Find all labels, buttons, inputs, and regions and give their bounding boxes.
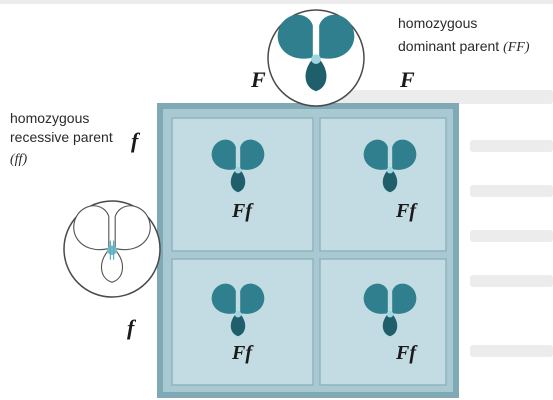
dominant-parent-label: dominant parent (FF) <box>398 37 530 57</box>
recessive-parent-genotype: (ff) <box>10 149 27 169</box>
grid-cell-top-right <box>320 118 446 251</box>
dominant-parent-label-line1: homozygous <box>398 14 477 32</box>
offspring-genotype-bottom-left: Ff <box>212 342 272 365</box>
dominant-parent-genotype: (FF) <box>503 40 529 55</box>
recessive-parent-label-line2: recessive parent <box>10 128 113 146</box>
dominant-parent-label-line2: dominant parent <box>398 38 499 54</box>
dominant-allele-right: F <box>400 67 415 93</box>
offspring-genotype-top-right: Ff <box>376 200 436 223</box>
recessive-allele-top: f <box>131 128 138 154</box>
offspring-genotype-top-left: Ff <box>212 200 272 223</box>
recessive-allele-bottom: f <box>127 315 134 341</box>
recessive-parent-label-line1: homozygous <box>10 109 89 127</box>
offspring-genotype-bottom-right: Ff <box>376 342 436 365</box>
dominant-allele-left: F <box>251 67 266 93</box>
grid-cell-bottom-right <box>320 259 446 385</box>
